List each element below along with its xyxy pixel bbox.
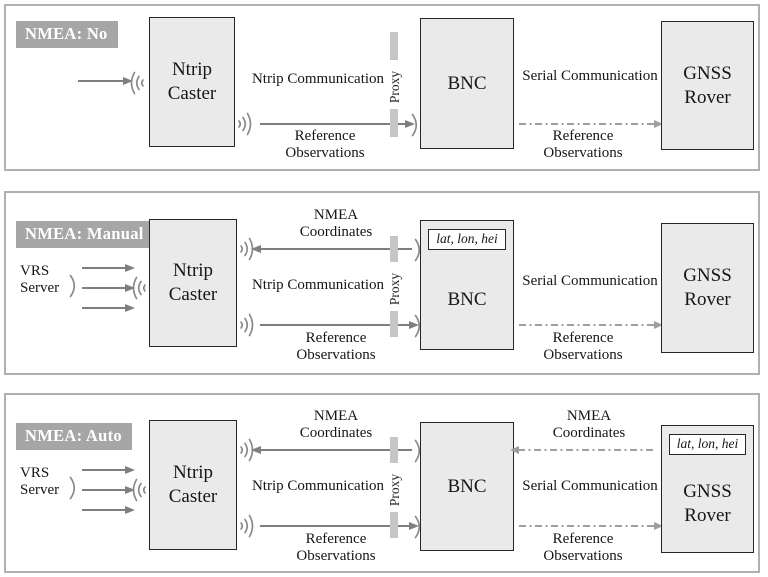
- bnc-box: BNC: [420, 18, 514, 149]
- mode-tag: NMEA: No: [16, 21, 118, 48]
- reference-observations-label: Reference Observations: [296, 531, 376, 564]
- vrs-stream-arrow: [82, 304, 135, 312]
- panel-nmea-auto: NMEA: Auto VRS Server Ntrip Caster NMEA …: [4, 393, 760, 573]
- serial-communication-label: Serial Communication: [522, 478, 658, 494]
- bnc-box: BNC: [420, 422, 514, 551]
- nmea-coordinates-label: NMEA Coordinates: [552, 408, 626, 441]
- arc-icon: [413, 513, 423, 541]
- reference-observations-label: Reference Observations: [543, 128, 623, 161]
- arc-icon: [413, 236, 423, 264]
- reference-observations-arrow: [260, 120, 415, 128]
- reference-observations-label: Reference Observations: [543, 531, 623, 564]
- nmea-coordinates-arrow: [251, 446, 412, 454]
- proxy-label: Proxy: [387, 70, 402, 104]
- ntrip-caster-label: Ntrip Caster: [168, 260, 218, 305]
- ntrip-caster-box: Ntrip Caster: [149, 420, 237, 550]
- signal-waves-icon: [130, 475, 148, 505]
- reference-observations-arrow: [260, 321, 419, 329]
- vrs-stream-arrow: [82, 486, 135, 494]
- signal-waves-icon: [238, 511, 256, 541]
- coordinates-box: lat, lon, hei: [668, 434, 747, 455]
- vrs-server-label: VRS Server: [20, 263, 60, 296]
- signal-waves-icon: [128, 68, 146, 98]
- reference-observations-label: Reference Observations: [285, 128, 365, 161]
- gnss-rover-box: GNSS Rover: [661, 21, 754, 150]
- vrs-stream-arrow: [82, 466, 135, 474]
- ntrip-caster-label: Ntrip Caster: [167, 59, 217, 104]
- proxy-label: Proxy: [387, 272, 402, 306]
- ntrip-caster-box: Ntrip Caster: [149, 219, 237, 347]
- gnss-rover-label: GNSS Rover: [683, 265, 732, 310]
- mode-tag: NMEA: Auto: [16, 423, 132, 450]
- reference-observations-arrow: [260, 522, 419, 530]
- arc-icon: [410, 111, 420, 139]
- serial-communication-label: Serial Communication: [522, 68, 658, 84]
- vrs-stream-arrow: [82, 284, 135, 292]
- proxy-bar-segment: [390, 32, 398, 60]
- proxy-label: Proxy: [387, 473, 402, 507]
- proxy-bar-segment: [390, 109, 398, 137]
- nmea-coordinates-arrow: [251, 245, 412, 253]
- ntrip-communication-label: Ntrip Communication: [251, 277, 385, 293]
- ntrip-caster-label: Ntrip Caster: [168, 462, 218, 507]
- bnc-label: BNC: [447, 72, 487, 94]
- caster-input-arrow: [78, 77, 133, 85]
- arc-icon: [413, 312, 423, 340]
- mode-tag: NMEA: Manual: [16, 221, 154, 248]
- serial-reference-observations-arrow: [519, 321, 663, 328]
- serial-reference-observations-arrow: [519, 522, 663, 529]
- serial-communication-label: Serial Communication: [522, 273, 658, 289]
- reference-observations-label: Reference Observations: [543, 330, 623, 363]
- nmea-coordinates-return-arrow: [510, 446, 656, 453]
- nmea-coordinates-label: NMEA Coordinates: [299, 207, 373, 240]
- proxy-bar-segment: [390, 311, 398, 337]
- serial-reference-observations-arrow: [519, 120, 663, 127]
- gnss-rover-box: lat, lon, hei GNSS Rover: [661, 425, 754, 553]
- signal-waves-icon: [238, 310, 256, 340]
- gnss-rover-box: GNSS Rover: [661, 223, 754, 353]
- arc-icon: [68, 474, 78, 502]
- gnss-rover-label: GNSS Rover: [683, 62, 732, 108]
- arc-icon: [68, 272, 78, 300]
- vrs-stream-arrow: [82, 506, 135, 514]
- vrs-server-label: VRS Server: [20, 465, 60, 498]
- nmea-coordinates-label: NMEA Coordinates: [299, 408, 373, 441]
- bnc-label: BNC: [447, 288, 487, 310]
- proxy-bar-segment: [390, 236, 398, 262]
- coordinates-box: lat, lon, hei: [428, 229, 506, 250]
- signal-waves-icon: [130, 273, 148, 303]
- gnss-rover-label: GNSS Rover: [683, 480, 732, 526]
- proxy-bar-segment: [390, 437, 398, 463]
- proxy-bar-segment: [390, 512, 398, 538]
- vrs-stream-arrow: [82, 264, 135, 272]
- reference-observations-label: Reference Observations: [296, 330, 376, 363]
- signal-waves-icon: [236, 109, 254, 139]
- arc-icon: [413, 437, 423, 465]
- bnc-box: lat, lon, hei BNC: [420, 220, 514, 350]
- ntrip-caster-box: Ntrip Caster: [149, 17, 235, 147]
- panel-nmea-no: NMEA: No Ntrip Caster Ntrip Communicatio…: [4, 4, 760, 171]
- bnc-label: BNC: [447, 475, 487, 497]
- panel-nmea-manual: NMEA: Manual VRS Server Ntrip Caster NME…: [4, 191, 760, 375]
- ntrip-communication-label: Ntrip Communication: [251, 478, 385, 494]
- ntrip-communication-label: Ntrip Communication: [251, 71, 385, 87]
